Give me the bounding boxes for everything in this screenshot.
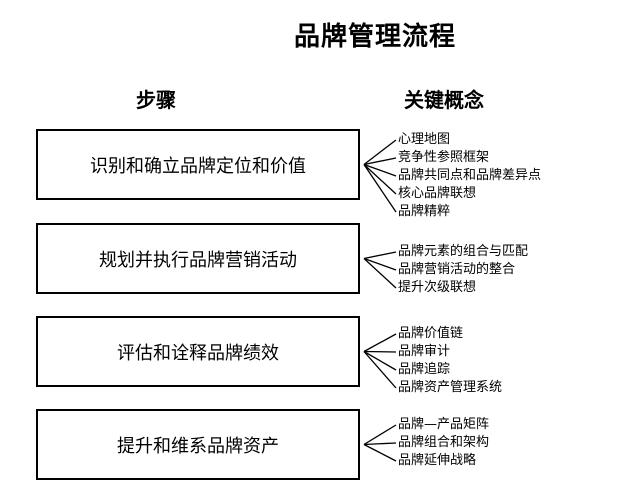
concept-list-3: 品牌价值链 品牌审计 品牌追踪 品牌资产管理系统	[398, 325, 502, 397]
diagram-title: 品牌管理流程	[293, 22, 456, 52]
fan-connector-line	[363, 351, 397, 389]
fan-connector-line	[363, 164, 397, 195]
concept-item: 品牌审计	[398, 344, 451, 359]
concept-item: 品牌营销活动的整合	[398, 262, 516, 277]
fan-connector-line	[363, 350, 397, 371]
concept-item: 品牌延伸战略	[398, 453, 477, 468]
concept-item: 品牌共同点和品牌差异点	[398, 168, 542, 183]
fan-connector-line	[363, 258, 397, 289]
concept-item: 竞争性参照框架	[398, 150, 490, 165]
step-box-4: 提升和维系品牌资产	[36, 409, 360, 480]
fan-connector-line	[363, 350, 397, 353]
concept-item: 品牌价值链	[398, 326, 464, 341]
concept-item: 品牌追踪	[398, 362, 451, 377]
concept-item: 品牌—产品矩阵	[398, 417, 490, 432]
concept-item: 核心品牌联想	[398, 186, 477, 201]
fan-connector-line	[363, 443, 397, 462]
step-box-1: 识别和确立品牌定位和价值	[36, 129, 360, 200]
step-box-2: 规划并执行品牌营销活动	[36, 223, 360, 294]
fan-connector-line	[363, 442, 397, 446]
concepts-column-header: 关键概念	[404, 88, 484, 112]
fan-connector-line	[363, 333, 397, 353]
steps-column-header: 步骤	[136, 88, 176, 112]
concept-item: 品牌资产管理系统	[398, 380, 503, 395]
concept-item: 品牌元素的组合与匹配	[398, 244, 529, 259]
concept-list-4: 品牌—产品矩阵 品牌组合和架构 品牌延伸战略	[398, 416, 489, 470]
fan-connector-line	[363, 257, 397, 271]
concept-list-2: 品牌元素的组合与匹配 品牌营销活动的整合 提升次级联想	[398, 243, 528, 297]
fan-connector-line	[363, 251, 397, 260]
fan-connector-line	[363, 139, 397, 166]
fan-connector-line	[363, 163, 397, 177]
concept-item: 提升次级联想	[398, 280, 477, 295]
fan-connector-line	[363, 157, 397, 166]
fan-connector-line	[363, 424, 397, 446]
concept-item: 品牌组合和架构	[398, 435, 490, 450]
concept-list-1: 心理地图 竞争性参照框架 品牌共同点和品牌差异点 核心品牌联想 品牌精粹	[398, 131, 541, 221]
concept-item: 品牌精粹	[398, 204, 451, 219]
fan-connector-line	[363, 164, 397, 213]
connector-fans	[363, 139, 397, 462]
step-box-3: 评估和诠释品牌绩效	[36, 316, 360, 387]
concept-item: 心理地图	[398, 132, 451, 147]
